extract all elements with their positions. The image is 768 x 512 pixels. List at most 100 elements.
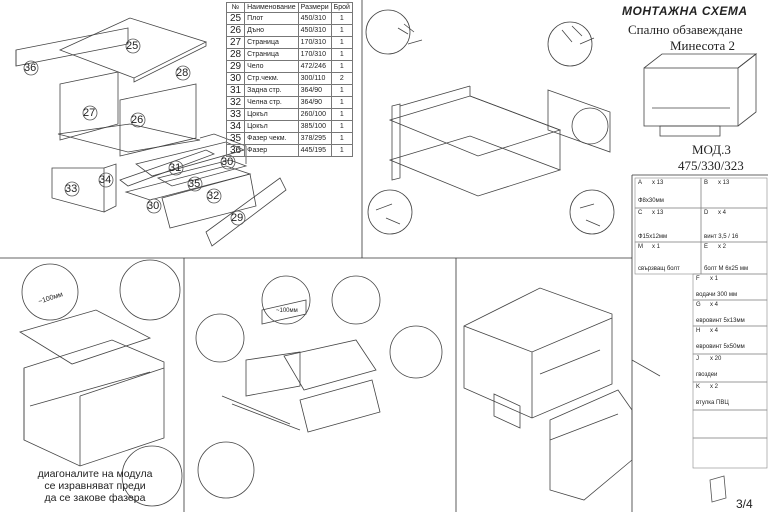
exploded-number: 26 (131, 114, 144, 126)
diagonal-note: диагоналите на модула се изравняват пред… (6, 468, 184, 504)
hardware-letter: C (638, 210, 643, 216)
parts-cell-qty: 1 (330, 36, 353, 49)
exploded-number: 32 (207, 190, 220, 202)
hardware-qty: x 1 (652, 244, 661, 250)
hardware-letter: H (696, 328, 701, 334)
parts-cell-size: 170/310 (297, 36, 332, 49)
hardware-qty: x 4 (718, 210, 727, 216)
parts-cell-size: 378/295 (297, 132, 332, 145)
back-panel-step (19, 259, 183, 507)
hardware-qty: x 13 (652, 180, 664, 186)
parts-cell-size: 300/110 (297, 72, 332, 85)
parts-cell-no: 36 (225, 144, 246, 157)
parts-cell-no: 27 (225, 36, 246, 49)
exploded-number: 28 (176, 67, 189, 79)
exploded-number: 33 (65, 183, 78, 195)
model-label: МОД.3 (692, 142, 731, 157)
exploded-number: 34 (99, 174, 112, 186)
parts-cell-qty: 1 (330, 120, 353, 133)
bottom-detail-icon (709, 475, 727, 503)
parts-cell-name: Челна стр. (244, 96, 299, 109)
hardware-desc: евровинт 5x50мм (696, 344, 745, 350)
finished-nightstand (463, 287, 661, 501)
exploded-number: 30 (221, 156, 234, 168)
hardware-letter: M (638, 244, 643, 250)
hardware-desc: Ф8x30мм (638, 198, 664, 204)
col-name: Наименование (244, 2, 299, 13)
parts-cell-qty: 1 (330, 108, 353, 121)
parts-cell-no: 33 (225, 108, 246, 121)
hardware-desc: Ф15x12мм (638, 234, 668, 240)
parts-cell-no: 28 (225, 48, 246, 61)
hardware-qty: x 2 (718, 244, 727, 250)
hardware-grid (634, 177, 768, 469)
hardware-letter: J (696, 356, 699, 362)
hardware-desc: болт M 6x25 мм (704, 266, 749, 272)
parts-cell-no: 31 (225, 84, 246, 97)
exploded-number: 25 (126, 40, 139, 52)
page-number: 3/4 (736, 497, 753, 511)
parts-cell-no: 26 (225, 24, 246, 37)
parts-cell-name: Фазер чекм. (244, 132, 299, 145)
exploded-number: 29 (231, 212, 244, 224)
hardware-letter: D (704, 210, 709, 216)
parts-cell-name: Цокъл (244, 108, 299, 121)
hardware-letter: E (704, 244, 709, 250)
parts-cell-name: Стр.чекм. (244, 72, 299, 85)
page-title: МОНТАЖНА СХЕМА (622, 4, 748, 18)
hardware-qty: x 4 (710, 328, 719, 334)
col-no: № (225, 2, 246, 13)
exploded-number: 27 (83, 107, 96, 119)
parts-cell-no: 34 (225, 120, 246, 133)
parts-cell-name: Страница (244, 48, 299, 61)
product-preview (643, 53, 758, 137)
product-line2: Минесота 2 (670, 38, 736, 53)
parts-cell-name: Плот (244, 12, 299, 25)
parts-cell-size: 385/100 (297, 120, 332, 133)
hardware-qty: x 1 (710, 276, 719, 282)
hardware-desc: втулка ПВЦ (696, 400, 729, 406)
hardware-desc: винт 3,5 / 16 (704, 234, 739, 240)
hardware-letter: G (696, 302, 701, 308)
exploded-number: 36 (24, 62, 37, 74)
parts-cell-no: 30 (225, 72, 246, 85)
note-line-1: диагоналите на модула (37, 468, 153, 480)
parts-cell-size: 472/246 (297, 60, 332, 73)
hardware-qty: x 2 (710, 384, 719, 390)
parts-cell-no: 25 (225, 12, 246, 25)
hardware-qty: x 4 (710, 302, 719, 308)
hardware-qty: x 13 (652, 210, 664, 216)
parts-cell-qty: 1 (330, 96, 353, 109)
parts-cell-size: 445/195 (297, 144, 332, 157)
hardware-letter: F (696, 276, 700, 282)
model-dimensions: 475/330/323 (678, 158, 744, 173)
parts-cell-name: Чело (244, 60, 299, 73)
hardware-qty: x 20 (710, 356, 722, 362)
parts-cell-qty: 2 (330, 72, 353, 85)
carcass-assembly-step (365, 9, 615, 235)
drawer-assembly-step (195, 275, 443, 499)
col-size: Размери (297, 2, 332, 13)
parts-cell-name: Цокъл (244, 120, 299, 133)
parts-cell-size: 450/310 (297, 12, 332, 25)
parts-cell-size: 170/310 (297, 48, 332, 61)
dimension-label-small: ~100мм (276, 308, 298, 314)
hardware-qty: x 13 (718, 180, 730, 186)
parts-cell-qty: 1 (330, 48, 353, 61)
parts-cell-qty: 1 (330, 12, 353, 25)
parts-cell-qty: 1 (330, 84, 353, 97)
parts-cell-name: Дъно (244, 24, 299, 37)
note-line-3: да се закове фазера (44, 492, 146, 504)
